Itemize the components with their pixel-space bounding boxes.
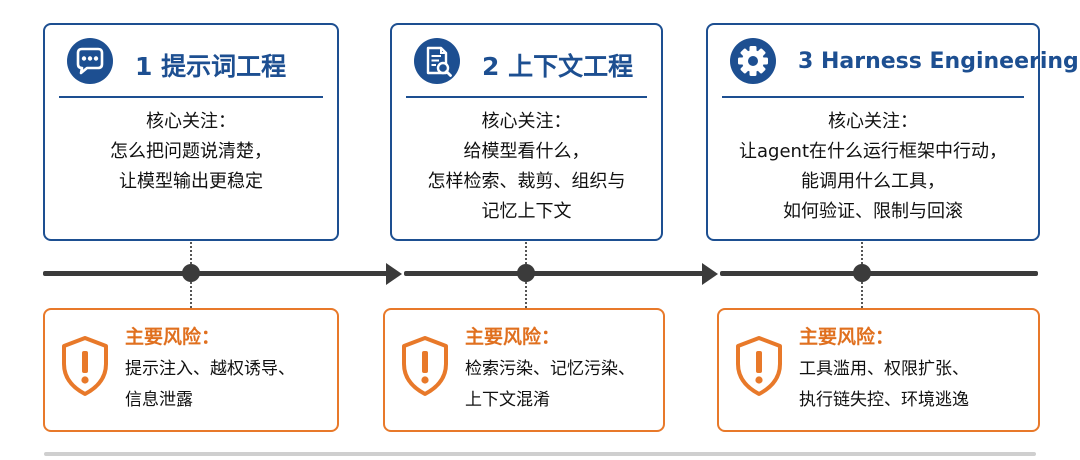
stage-card-harness-engineering: 3 Harness Engineering 核心关注： 让agent在什么运行框… <box>706 23 1079 241</box>
focus-line: 核心关注： <box>481 111 572 132</box>
header-divider <box>722 96 1024 98</box>
timeline-connector <box>861 282 863 308</box>
risk-line: 提示注入、越权诱导、 <box>125 359 295 379</box>
focus-line: 让模型输出更稳定 <box>119 171 263 192</box>
focus-line: 给模型看什么， <box>463 141 590 162</box>
timeline-node <box>182 264 200 282</box>
risk-title: 主要风险： <box>799 326 895 348</box>
stage-focus-text: 核心关注： 怎么把问题说清楚， 让模型输出更稳定 <box>45 107 337 197</box>
header-divider <box>59 96 323 98</box>
focus-line: 让agent在什么运行框架中行动， <box>739 141 1007 162</box>
timeline-segment <box>404 271 704 276</box>
focus-line: 记忆上下文 <box>481 201 572 222</box>
stage-title: 2 上下文工程 <box>482 52 634 81</box>
warning-shield-icon <box>736 336 782 396</box>
risk-text: 工具滥用、权限扩张、 执行链失控、环境逃逸 <box>799 354 969 416</box>
risk-line: 上下文混淆 <box>465 390 550 410</box>
stage-title: 1 提示词工程 <box>135 52 287 81</box>
risk-card-context-engineering: 主要风险： 检索污染、记忆污染、 上下文混淆 <box>383 308 665 432</box>
bottom-divider <box>44 452 1036 456</box>
stage-card-header: 2 上下文工程 <box>392 25 661 97</box>
risk-text: 提示注入、越权诱导、 信息泄露 <box>125 354 295 416</box>
document-search-icon <box>414 38 460 84</box>
focus-line: 怎样检索、裁剪、组织与 <box>427 171 626 192</box>
chat-bubble-icon <box>67 38 113 84</box>
timeline-node <box>517 264 535 282</box>
gear-icon <box>730 38 776 84</box>
risk-line: 工具滥用、权限扩张、 <box>799 359 969 379</box>
header-divider <box>406 96 647 98</box>
risk-card-harness-engineering: 主要风险： 工具滥用、权限扩张、 执行链失控、环境逃逸 <box>717 308 1040 432</box>
timeline-connector <box>190 242 192 264</box>
risk-text: 检索污染、记忆污染、 上下文混淆 <box>465 354 635 416</box>
focus-line: 能调用什么工具， <box>801 171 945 192</box>
timeline-connector <box>525 282 527 308</box>
focus-line: 怎么把问题说清楚， <box>110 141 272 162</box>
timeline-segment <box>720 271 1038 276</box>
stage-card-context-engineering: 2 上下文工程 核心关注： 给模型看什么， 怎样检索、裁剪、组织与 记忆上下文 <box>390 23 663 241</box>
warning-shield-icon <box>62 336 108 396</box>
risk-line: 执行链失控、环境逃逸 <box>799 390 969 410</box>
stage-focus-text: 核心关注： 给模型看什么， 怎样检索、裁剪、组织与 记忆上下文 <box>392 107 661 227</box>
risk-line: 检索污染、记忆污染、 <box>465 359 635 379</box>
focus-line: 如何验证、限制与回滚 <box>783 201 963 222</box>
warning-shield-icon <box>402 336 448 396</box>
timeline-segment <box>43 271 388 276</box>
timeline-node <box>853 264 871 282</box>
risk-card-prompt-engineering: 主要风险： 提示注入、越权诱导、 信息泄露 <box>43 308 339 432</box>
timeline-connector <box>861 242 863 264</box>
stage-card-prompt-engineering: 1 提示词工程 核心关注： 怎么把问题说清楚， 让模型输出更稳定 <box>43 23 339 241</box>
focus-line: 核心关注： <box>146 111 236 132</box>
focus-line: 核心关注： <box>828 111 918 132</box>
risk-title: 主要风险： <box>465 326 561 348</box>
timeline-arrow-icon <box>386 263 402 285</box>
timeline-connector <box>190 282 192 308</box>
timeline-connector <box>525 242 527 264</box>
stage-card-header: 1 提示词工程 <box>45 25 337 97</box>
stage-title: 3 Harness Engineering <box>798 49 1079 74</box>
timeline-arrow-icon <box>702 263 718 285</box>
stage-card-header: 3 Harness Engineering <box>708 25 1079 97</box>
risk-title: 主要风险： <box>125 326 221 348</box>
risk-line: 信息泄露 <box>125 390 193 410</box>
stage-focus-text: 核心关注： 让agent在什么运行框架中行动， 能调用什么工具， 如何验证、限制… <box>708 107 1038 227</box>
